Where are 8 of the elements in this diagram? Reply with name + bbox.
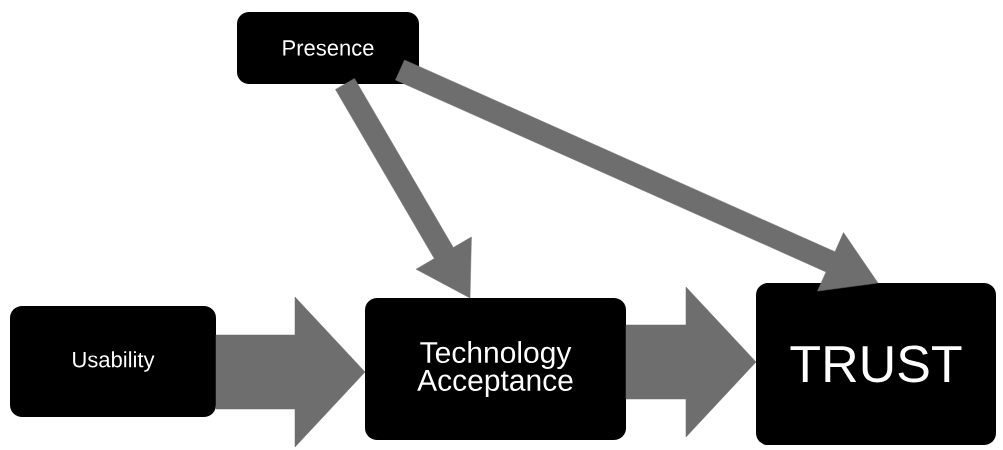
concept-box: Usability xyxy=(10,306,216,417)
arrow xyxy=(395,59,879,292)
concept-box: TRUST xyxy=(756,283,996,445)
concept-box: Presence xyxy=(237,12,419,84)
concept-box: Technology Acceptance xyxy=(365,298,626,440)
arrow xyxy=(215,296,366,448)
arrow xyxy=(335,78,472,299)
arrow xyxy=(625,286,757,438)
